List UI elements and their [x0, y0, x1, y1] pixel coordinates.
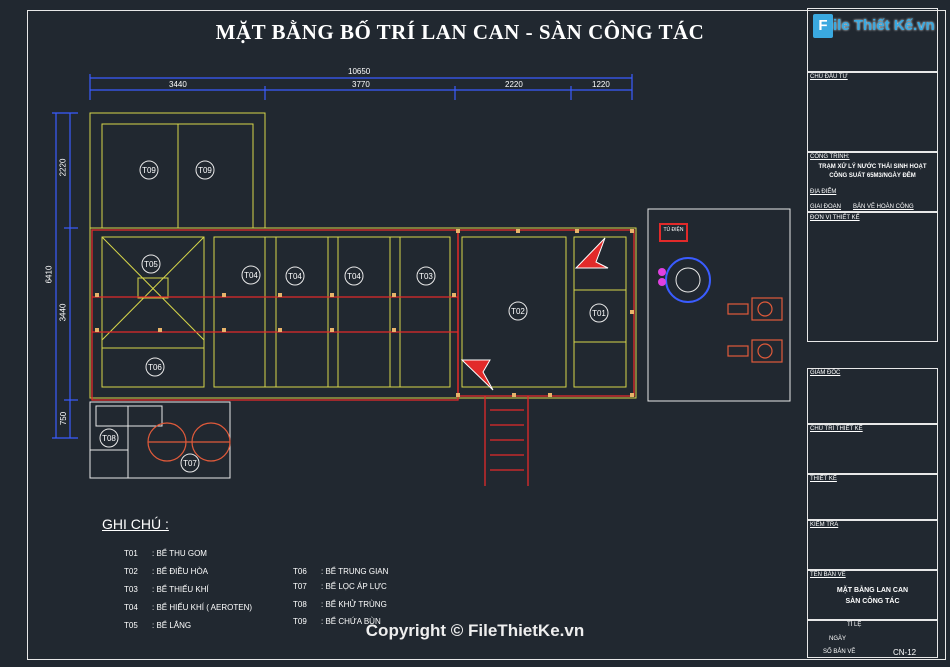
tb-designer-label: ĐƠN VỊ THIẾT KẾ — [810, 215, 860, 221]
tb-project-label: CÔNG TRÌNH: — [810, 154, 850, 160]
sludge-tank-block — [89, 112, 266, 229]
tb-check-label: KIỂM TRA — [810, 522, 839, 528]
dim-seg-2: 3770 — [352, 80, 370, 89]
drawing-title: MẶT BẰNG BỐ TRÍ LAN CAN - SÀN CÔNG TÁC — [215, 20, 705, 44]
tank-label-t09: T09 — [198, 166, 212, 175]
tank-label-t04: T04 — [244, 271, 258, 280]
tb-designer-box — [807, 212, 938, 342]
dim-total-width: 10650 — [348, 67, 371, 76]
tb-date-label: NGÀY — [829, 636, 847, 642]
title-block: CHỦ ĐẦU TƯ CÔNG TRÌNH: TRẠM XỬ LÝ NƯỚC T… — [807, 8, 938, 658]
blower-icon — [658, 257, 711, 303]
tb-stage-label: GIAI ĐOẠN — [810, 204, 842, 210]
tb-owner-box — [807, 72, 938, 152]
railing — [91, 229, 635, 486]
note-item: T03: BỂ THIẾU KHÍ — [124, 585, 209, 594]
tb-check-box — [807, 520, 938, 570]
tb-revision-box — [807, 8, 938, 72]
tb-design-box — [807, 474, 938, 520]
tank-label-t01: T01 — [592, 309, 606, 318]
tank-label-t07: T07 — [183, 459, 197, 468]
top-dimension-lines — [89, 74, 633, 100]
dim-seg-1: 3440 — [169, 80, 187, 89]
tb-drawing-name-box — [807, 570, 938, 620]
note-item: T01: BỂ THU GOM — [124, 549, 207, 558]
dim-vseg-1: 2220 — [58, 158, 68, 177]
tb-drawing-line2: SÀN CÔNG TÁC — [845, 598, 900, 605]
tb-project-line2: CÔNG SUẤT 65M3/NGÀY ĐÊM — [829, 173, 916, 179]
tank-label-circles — [99, 160, 609, 473]
pump-icons — [727, 297, 783, 363]
left-dimension-lines — [52, 112, 78, 439]
dim-total-height: 6410 — [44, 265, 54, 284]
tank-label-t09: T09 — [142, 166, 156, 175]
tank-label-t04: T04 — [347, 272, 361, 281]
note-item: T09: BỂ CHỨA BÙN — [293, 617, 381, 626]
note-item: T07: BỂ LỌC ÁP LỰC — [293, 582, 387, 591]
tb-scale-label: TỈ LỆ — [847, 622, 862, 628]
filethietke-logo[interactable]: F ile Thiết Kế.vn — [813, 14, 935, 40]
tb-sheet-label: SỐ BẢN VẼ — [823, 649, 856, 655]
tank-label-t04: T04 — [288, 272, 302, 281]
note-item: T04: BỂ HIẾU KHÍ ( AEROTEN) — [124, 603, 253, 612]
tb-info-box — [807, 620, 938, 658]
tb-project-line1: TRẠM XỬ LÝ NƯỚC THẢI SINH HOẠT — [818, 164, 927, 170]
main-tank-block — [89, 227, 637, 399]
tank-label-t05: T05 — [144, 260, 158, 269]
drawing-frame — [27, 10, 946, 660]
dim-seg-3: 2220 — [505, 80, 523, 89]
pressure-filter-tanks — [147, 422, 231, 462]
tb-sheet-number: CN-12 — [893, 648, 917, 657]
break-symbols — [460, 237, 609, 391]
tank-label-t06: T06 — [148, 363, 162, 372]
tb-location-label: ĐỊA ĐIỂM — [810, 189, 837, 195]
tb-stage-value: BẢN VẼ HOÀN CÔNG — [853, 204, 914, 210]
dim-seg-4: 1220 — [592, 80, 610, 89]
tb-design-label: THIẾT KẾ — [810, 476, 837, 482]
tb-lead-box — [807, 424, 938, 474]
tank-label-t08: T08 — [102, 434, 116, 443]
note-item: T05: BỂ LẮNG — [124, 621, 192, 630]
dim-vseg-3: 750 — [59, 411, 69, 426]
tb-director-box — [807, 368, 938, 424]
railing-posts — [95, 229, 634, 397]
tb-lead-label: CHỦ TRÌ THIẾT KẾ — [810, 426, 863, 432]
note-item: T06: BỂ TRUNG GIAN — [293, 567, 389, 576]
tank-label-t03: T03 — [419, 272, 433, 281]
note-item: T02: BỂ ĐIỀU HÒA — [124, 567, 209, 576]
copyright-watermark: Copyright © FileThietKe.vn — [365, 621, 585, 640]
equipment-room — [647, 208, 791, 402]
note-item: T08: BỂ KHỬ TRÙNG — [293, 600, 387, 609]
tank-label-t02: T02 — [511, 307, 525, 316]
tb-project-box — [807, 152, 938, 212]
tb-owner-label: CHỦ ĐẦU TƯ — [810, 74, 848, 80]
dim-vseg-2: 3440 — [58, 303, 68, 322]
tb-drawing-line1: MẶT BẰNG LAN CAN — [836, 587, 909, 594]
tb-director-label: GIÁM ĐỐC — [810, 370, 841, 376]
notes-heading: GHI CHÚ : — [102, 516, 169, 532]
control-panel-label: TỦ ĐIỆN — [663, 227, 684, 233]
tb-drawing-name-label: TÊN BẢN VẼ — [810, 572, 846, 578]
control-panel-icon — [659, 223, 688, 242]
